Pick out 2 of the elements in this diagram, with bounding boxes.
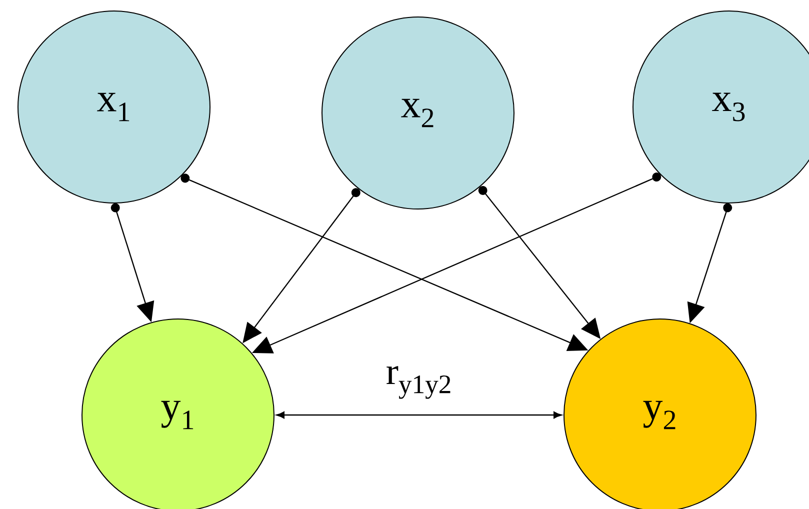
arrow [276, 411, 562, 419]
edge-label: r$_{y1y2}$ [384, 364, 454, 401]
